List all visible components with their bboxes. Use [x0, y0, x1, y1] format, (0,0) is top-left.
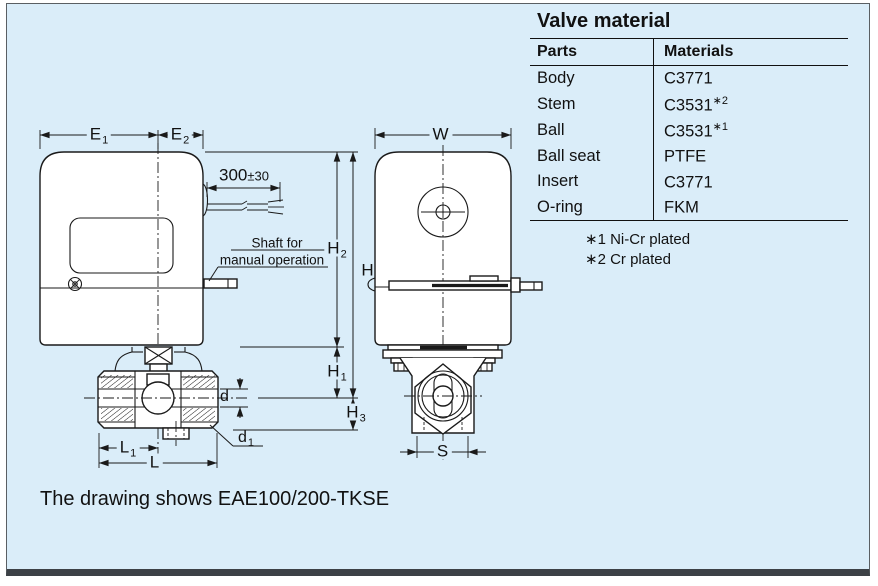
column-header-materials: Materials [653, 39, 848, 66]
footnote-1: ∗1 Ni-Cr plated [585, 230, 691, 248]
valve-body-side [399, 357, 487, 435]
dim-label-d: d [220, 388, 229, 405]
table-row: Ball C3531∗1 [530, 117, 848, 144]
dim-label-l: L [146, 453, 164, 471]
lever-bracket [367, 275, 543, 293]
material-cell: C3771 [653, 169, 848, 195]
dim-label-h3: H3 [343, 403, 369, 424]
cable-gland [202, 183, 209, 217]
table-row: Body C3771 [530, 65, 848, 92]
table-header-row: Parts Materials [530, 39, 848, 66]
dim-label-e2: E2 [167, 125, 193, 146]
screw-icon [67, 276, 83, 292]
part-cell: Stem [537, 94, 576, 113]
table-row: O-ring FKM [530, 194, 848, 221]
table-row: Stem C3531∗2 [530, 91, 848, 118]
table-footnotes: ∗1 Ni-Cr plated ∗2 Cr plated [530, 230, 848, 270]
cable-wires [207, 199, 284, 215]
shaft-boss [417, 186, 469, 238]
shaft-note-line2: manual operation [219, 252, 325, 268]
dim-label-d1: d1 [237, 429, 255, 449]
valve-body-front [84, 370, 250, 446]
material-cell: C3531∗1 [653, 117, 848, 144]
manual-shaft [203, 278, 238, 289]
dim-label-h1: H1 [324, 362, 350, 383]
dim-label-cable: 300±30 [216, 166, 272, 184]
material-cell: FKM [653, 194, 848, 221]
table-row: Insert C3771 [530, 169, 848, 195]
material-cell: C3531∗2 [653, 91, 848, 118]
part-cell: Ball [537, 121, 565, 140]
dim-label-e1: E1 [86, 125, 112, 146]
part-cell: Body [537, 69, 575, 88]
stem-yoke [114, 346, 203, 373]
table-row: Ball seat PTFE [530, 143, 848, 170]
drawing-caption: The drawing shows EAE100/200-TKSE [40, 488, 390, 510]
column-header-parts: Parts [530, 39, 654, 66]
side-view [367, 145, 543, 462]
part-cell: Insert [537, 172, 579, 191]
material-cell: PTFE [653, 143, 848, 170]
footnote-2: ∗2 Cr plated [585, 250, 671, 268]
dim-label-h2: H2 [324, 239, 350, 260]
shaft-note-line1: Shaft for [251, 235, 303, 251]
part-cell: O-ring [537, 197, 583, 216]
front-view [39, 143, 284, 455]
table-title: Valve material [530, 10, 848, 39]
dim-label-h: H [361, 260, 374, 280]
dim-label-s: S [433, 442, 453, 460]
part-cell: Ball seat [537, 146, 601, 165]
material-cell: C3771 [653, 65, 848, 92]
dim-label-l1: L1 [116, 438, 140, 459]
dim-label-w: W [429, 125, 453, 143]
